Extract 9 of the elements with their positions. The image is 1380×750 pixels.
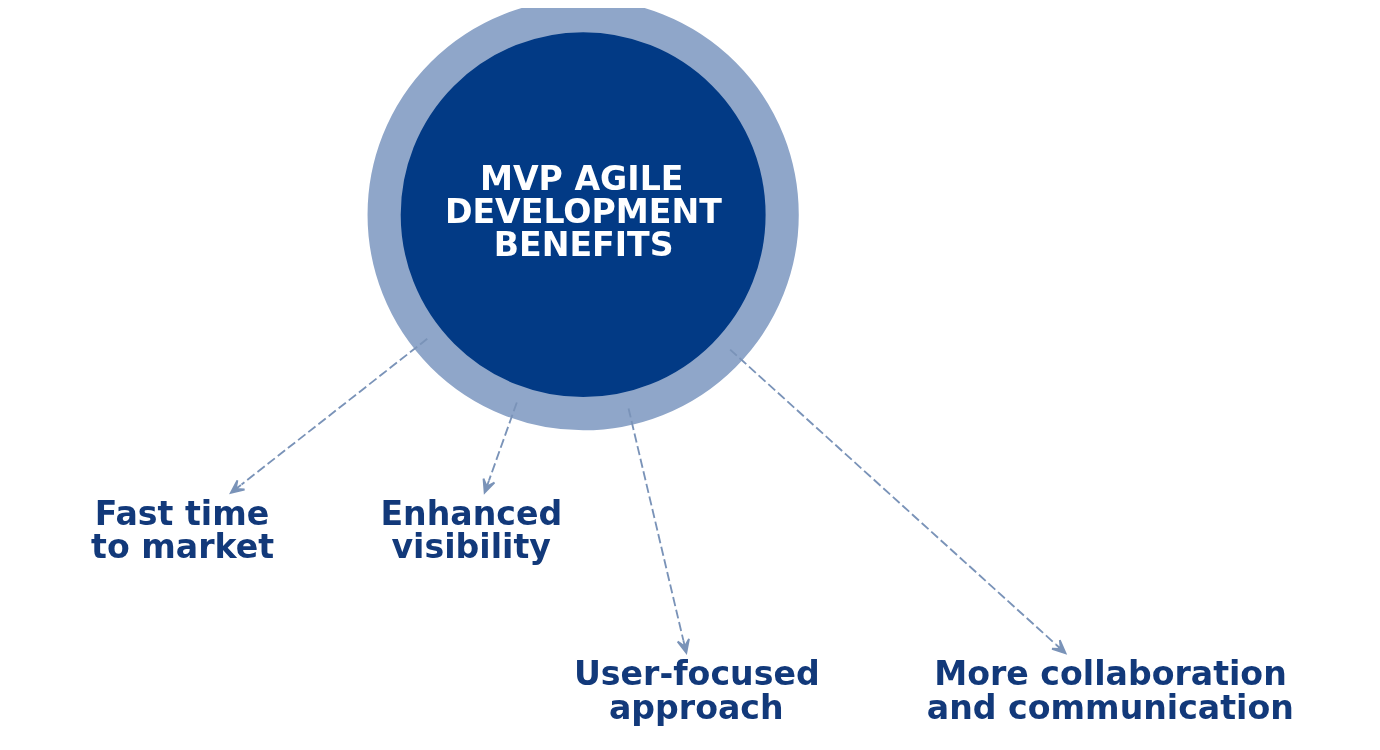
arrow	[627, 407, 690, 654]
arrow	[229, 337, 428, 494]
node-text: Fast time to market	[90, 494, 274, 567]
node-text: User-focused approach	[573, 654, 820, 727]
node-circle: MVP AGILE DEVELOPMENT BENEFITS	[367, 8, 799, 431]
arrow	[728, 348, 1066, 655]
node-text: More collaboration and communication	[926, 654, 1294, 727]
node-text: Enhanced visibility	[379, 494, 562, 567]
arrow	[482, 401, 518, 494]
